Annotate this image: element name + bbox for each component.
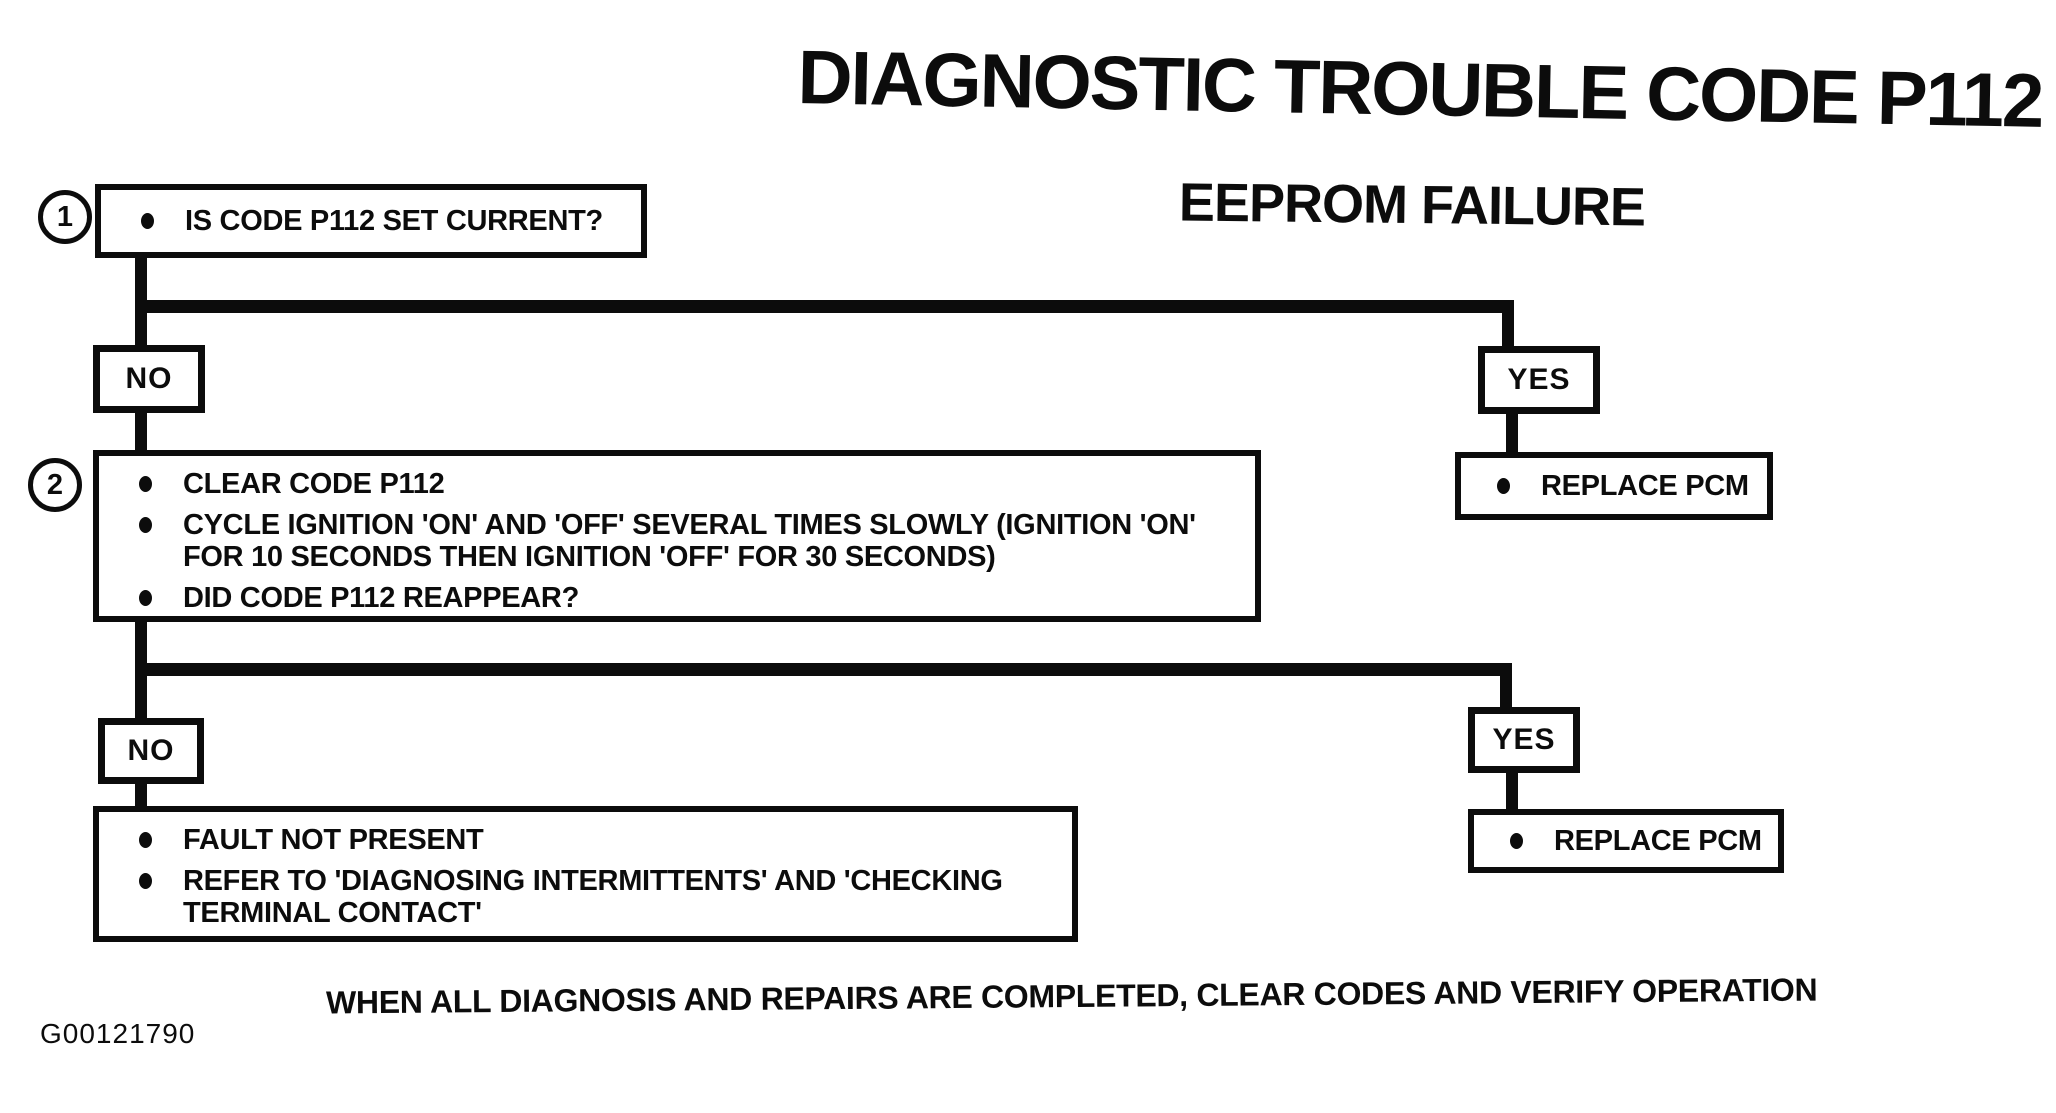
footer-note: WHEN ALL DIAGNOSIS AND REPAIRS ARE COMPL…: [325, 971, 1818, 1021]
connector-branch2-to-yes2: [1500, 663, 1512, 707]
fault-not-present-text: FAULT NOT PRESENT: [125, 824, 1058, 856]
replace-pcm-box-1: REPLACE PCM: [1455, 452, 1773, 520]
replace-pcm-box-2: REPLACE PCM: [1468, 809, 1784, 873]
step-2-item-cycle-ignition: CYCLE IGNITION 'ON' AND 'OFF' SEVERAL TI…: [125, 509, 1198, 573]
step-2-item-clear-code: CLEAR CODE P112: [125, 468, 1241, 500]
page-title: DIAGNOSTIC TROUBLE CODE P112: [796, 35, 2044, 144]
connector-yes2-to-replace-pcm-2: [1506, 773, 1518, 809]
figure-code: G00121790: [40, 1018, 196, 1049]
connector-no2-to-fault-box: [135, 784, 147, 808]
step-1-question: IS CODE P112 SET CURRENT?: [127, 205, 641, 237]
connector-branch1-horizontal: [135, 300, 1514, 313]
connector-branch1-to-yes1: [1502, 300, 1514, 350]
step-2-item-reappear: DID CODE P112 REAPPEAR?: [125, 582, 1241, 614]
step-1-box: IS CODE P112 SET CURRENT?: [95, 184, 647, 258]
step-1-number: 1: [38, 190, 92, 244]
connector-yes1-to-replace-pcm-1: [1506, 412, 1518, 452]
no-branch-1-label: NO: [93, 345, 205, 413]
yes-branch-2-label: YES: [1468, 707, 1580, 773]
step-2-number: 2: [28, 458, 82, 512]
connector-branch2-horizontal: [135, 663, 1512, 676]
yes-branch-1-label: YES: [1478, 346, 1600, 414]
replace-pcm-2-text: REPLACE PCM: [1496, 825, 1778, 857]
replace-pcm-1-text: REPLACE PCM: [1483, 470, 1767, 502]
refer-diagnosing-text: REFER TO 'DIAGNOSING INTERMITTENTS' AND …: [125, 865, 1043, 929]
fault-not-present-box: FAULT NOT PRESENT REFER TO 'DIAGNOSING I…: [93, 806, 1078, 942]
page-subtitle: EEPROM FAILURE: [1178, 172, 1646, 238]
step-2-box: CLEAR CODE P112 CYCLE IGNITION 'ON' AND …: [93, 450, 1261, 622]
connector-no1-to-step2: [135, 411, 147, 452]
no-branch-2-label: NO: [98, 718, 204, 784]
